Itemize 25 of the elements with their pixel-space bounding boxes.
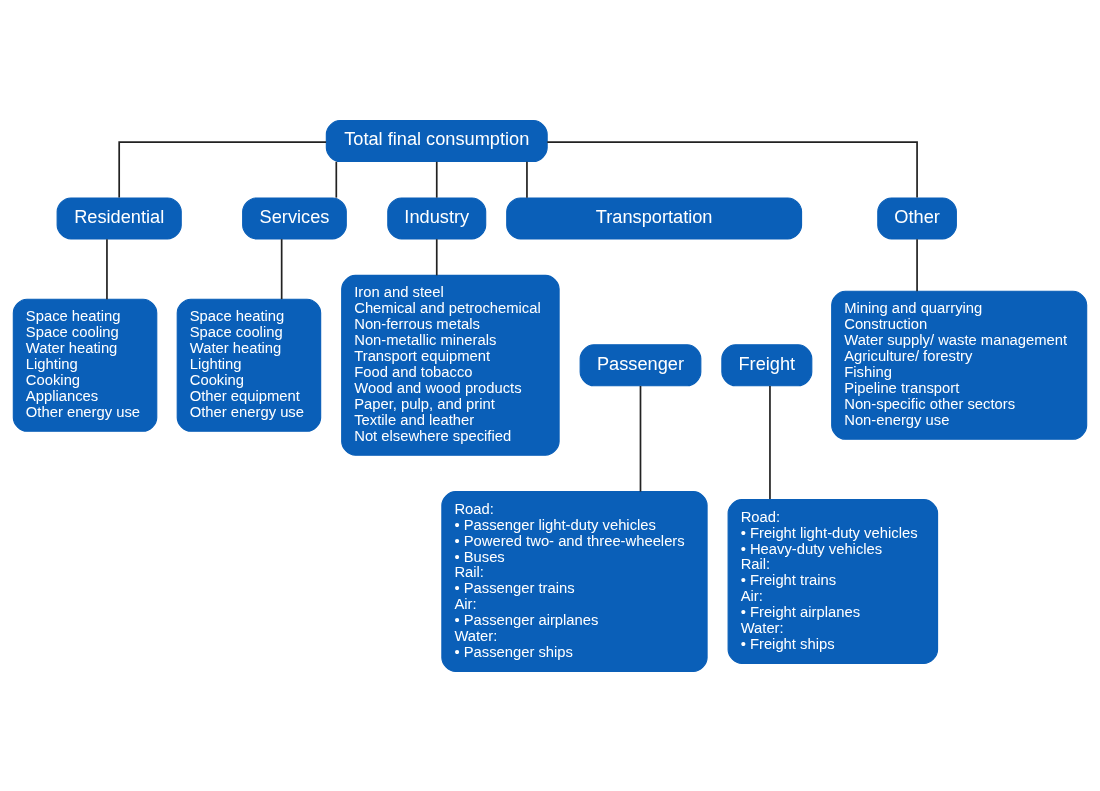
- connector: [526, 160, 528, 198]
- node-box: Industry: [387, 196, 487, 239]
- node-box: Services: [242, 196, 347, 239]
- node-box: Total final consumption: [325, 119, 548, 162]
- node-box: Iron and steel Chemical and petrochemical Non-ferrous metals Non-metallic minerals Transport equipment Food and tobacco Wood and wood products Paper, pulp, and print Textile and leather Not elsewhere specified: [341, 274, 560, 456]
- node-box: Road: • Freight light-duty vehicles • Heavy-duty vehicles Rail: • Freight trains Air: • Freight airplanes Water: • Freight ships: [727, 498, 939, 664]
- node-box: Other: [877, 196, 957, 239]
- connector: [916, 237, 918, 292]
- connector: [769, 384, 771, 500]
- node-box: Residential: [56, 196, 182, 239]
- connector: [118, 140, 327, 198]
- node-box: Freight: [721, 343, 813, 386]
- connector: [546, 140, 918, 198]
- node-box: Mining and quarrying Construction Water supply/ waste management Agriculture/ forestry Fishing Pipeline transport Non-specific other sectors Non-energy use: [831, 290, 1088, 440]
- node-box: Passenger: [579, 343, 702, 386]
- node-box: Road: • Passenger light-duty vehicles • Powered two- and three-wheelers • Buses Rail: • Passenger trains Air: • Passenger airplanes Water: • Passenger ships: [441, 490, 708, 672]
- connector: [280, 237, 283, 300]
- connector: [435, 160, 438, 198]
- connector: [106, 237, 108, 300]
- node-box: Transportation: [506, 196, 803, 239]
- connector: [335, 160, 338, 198]
- connector: [639, 384, 642, 492]
- node-box: Space heating Space cooling Water heating Lighting Cooking Appliances Other energy use: [12, 298, 158, 432]
- node-box: Space heating Space cooling Water heating Lighting Cooking Other equipment Other energy use: [176, 298, 322, 432]
- connector: [435, 237, 438, 276]
